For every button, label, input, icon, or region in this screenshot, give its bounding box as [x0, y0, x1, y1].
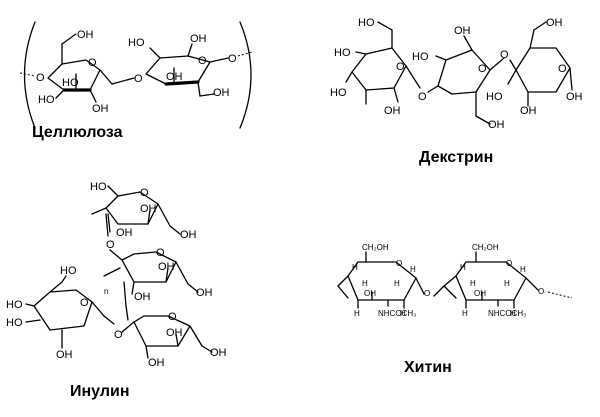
hydrogen-label: H: [394, 279, 400, 288]
nhcoch3-label: NHCOCH₃: [378, 309, 416, 318]
dextrin-structure: O HO HO HO OH O O HO OH OH O O OH HO: [330, 17, 583, 131]
hydroxyl-label: OH: [116, 227, 133, 239]
hydroxyl-label: HO: [330, 87, 347, 99]
left-bracket: [23, 21, 36, 129]
hydroxyl-label: OH: [180, 229, 197, 241]
hydroxyl-label: HO: [6, 317, 23, 329]
hydrogen-label: H: [410, 265, 416, 274]
hydroxyl-label: OH: [140, 203, 157, 215]
ring-oxygen-label: O: [140, 187, 149, 199]
dextrin-caption: Декстрин: [419, 149, 493, 166]
ring-oxygen-label: O: [198, 55, 207, 67]
hydroxyl-label: OH: [520, 105, 537, 117]
hydroxyl-label: OH: [210, 347, 227, 359]
ch2oh-label: CH₂OH: [362, 243, 389, 252]
hydroxyl-label: HO: [38, 94, 55, 106]
glycosidic-oxygen-label: O: [134, 73, 143, 85]
hydrogen-label: H: [504, 279, 510, 288]
hydroxyl-label: OH: [166, 71, 183, 83]
hydroxyl-label: HO: [128, 37, 145, 49]
hydroxyl-label: HO: [62, 77, 79, 89]
ring-2: [455, 261, 527, 301]
glycosidic-oxygen-label: O: [418, 91, 427, 103]
inulin-structure: O HO OH OH OH O O n OH OH OH O HO: [6, 181, 227, 369]
ring-oxygen-label: O: [478, 63, 487, 75]
ring-oxygen-label: O: [506, 259, 512, 268]
hydroxyl-label: OH: [364, 289, 376, 298]
hydroxyl-label: OH: [148, 357, 165, 369]
hydroxyl-label: OH: [488, 119, 505, 131]
right-chain-bond: [237, 51, 253, 57]
nhcoch3-label: NHCOCH₃: [488, 309, 526, 318]
ring-oxygen-label: O: [156, 247, 165, 259]
hydrogen-label: H: [352, 263, 358, 272]
repeat-unit-n-label: n: [104, 287, 108, 296]
hydroxyl-label: OH: [77, 29, 94, 41]
ring-oxygen-label: O: [228, 53, 237, 65]
hydroxyl-label: HO: [334, 47, 351, 59]
ring-1: [347, 261, 417, 301]
hydroxyl-label: OH: [213, 87, 230, 99]
glucose-ring: [33, 289, 93, 331]
hydroxyl-label: HO: [486, 91, 503, 103]
ring-oxygen-label: O: [558, 63, 567, 75]
ring-oxygen-label: O: [80, 297, 89, 309]
hydroxyl-label: OH: [158, 261, 175, 273]
hydrogen-label: H: [354, 309, 360, 318]
hydroxyl-label: OH: [474, 289, 486, 298]
ch2oh-label: CH₂OH: [472, 243, 499, 252]
hydrogen-label: H: [362, 279, 368, 288]
cellulose-caption: Целлюлоза: [32, 124, 123, 141]
glycosidic-oxygen-label: O: [106, 239, 115, 251]
hydroxyl-label: OH: [384, 105, 401, 117]
cellulose-structure: O O OH HO HO OH O O HO OH OH OH O: [19, 21, 253, 129]
left-chain-bond: [19, 72, 36, 77]
hydroxyl-label: OH: [134, 291, 151, 303]
hydrogen-label: H: [462, 309, 468, 318]
hydroxyl-label: HO: [6, 299, 23, 311]
right-bracket: [239, 21, 252, 129]
hydroxyl-label: OH: [454, 25, 471, 37]
hydrogen-label: H: [520, 265, 526, 274]
hydroxyl-label: OH: [566, 91, 583, 103]
right-chain-bond: [547, 291, 573, 299]
hydroxyl-label: OH: [546, 17, 563, 29]
inulin-caption: Инулин: [70, 383, 130, 400]
hydroxyl-label: HO: [358, 17, 375, 29]
glycosidic-oxygen-label: O: [538, 287, 544, 296]
hydroxyl-label: OH: [56, 349, 73, 361]
hydrogen-label: H: [460, 263, 466, 272]
chitin-caption: Хитин: [404, 359, 452, 376]
hydroxyl-label: OH: [92, 103, 109, 115]
ring-oxygen-label: O: [396, 61, 405, 73]
ring-oxygen-label: O: [168, 311, 177, 323]
hydroxyl-label: HO: [60, 265, 77, 277]
hydroxyl-label: HO: [412, 51, 429, 63]
hydroxyl-label: OH: [196, 287, 213, 299]
hydrogen-label: H: [510, 309, 516, 318]
hydrogen-label: H: [470, 279, 476, 288]
chitin-structure: O CH₂OH H H H H OH H H NHCOCH₃ O O CH₂OH…: [337, 243, 573, 318]
glycosidic-oxygen-label: O: [500, 49, 509, 61]
hydroxyl-label: HO: [90, 181, 107, 193]
ring-oxygen-label: O: [88, 57, 97, 69]
ring-2-front-bond: [164, 80, 200, 86]
hydrogen-label: H: [400, 309, 406, 318]
ring-oxygen-label: O: [396, 259, 402, 268]
glycosidic-oxygen-label: O: [114, 329, 123, 341]
ring-oxygen-label: O: [36, 72, 45, 84]
hydroxyl-label: OH: [166, 327, 183, 339]
glycosidic-oxygen-label: O: [424, 289, 430, 298]
hydroxyl-label: OH: [190, 33, 207, 45]
